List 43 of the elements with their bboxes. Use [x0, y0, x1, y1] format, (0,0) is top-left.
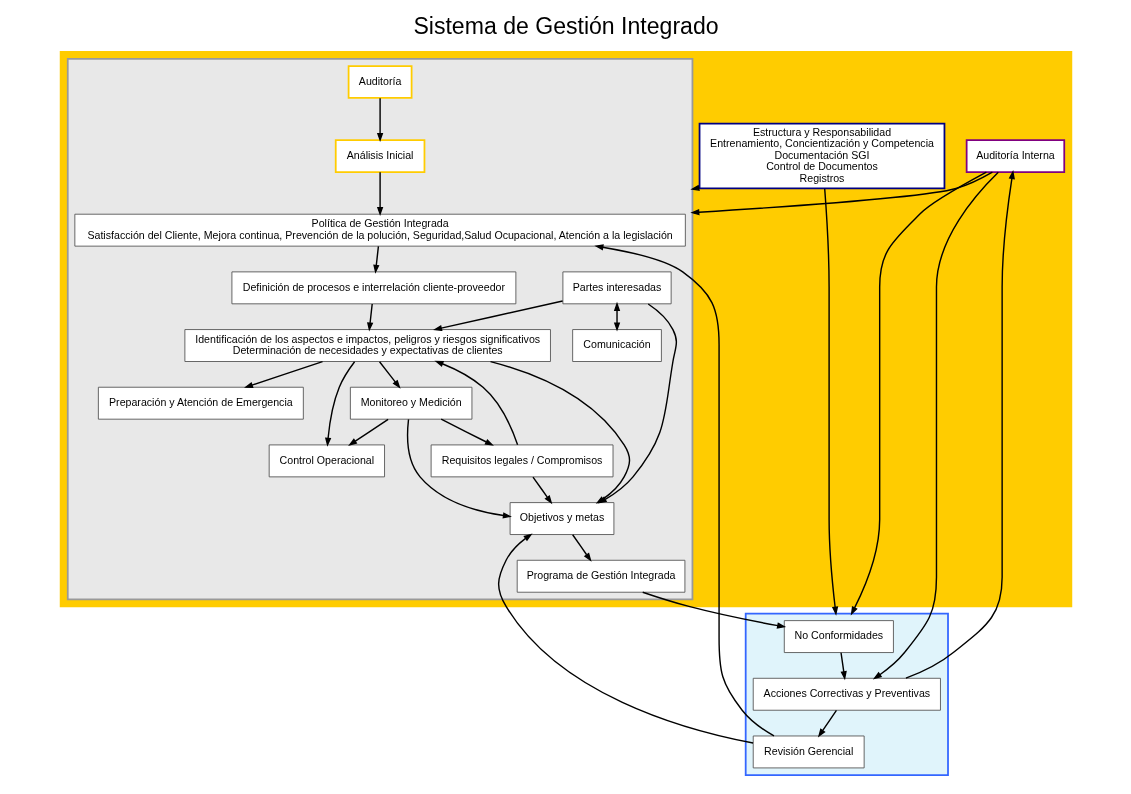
arrow	[347, 418, 389, 446]
node-box: Objetivos y metas	[509, 502, 614, 535]
arrow	[689, 171, 993, 216]
node-box: Comunicación	[571, 329, 662, 362]
node-box: Requisitos legales / Compromisos	[430, 444, 613, 478]
cluster	[66, 58, 693, 601]
node-box: No Conformidades	[783, 620, 894, 653]
arrow	[497, 533, 754, 744]
arrow	[817, 709, 837, 738]
arrow	[378, 361, 401, 389]
node-box: Auditoría Interna	[965, 139, 1065, 173]
arrow	[432, 300, 563, 332]
arrow	[571, 534, 592, 562]
arrow	[839, 652, 847, 681]
node-box: Revisión Gerencial	[752, 735, 865, 769]
node-box: Política de Gestión Integrada Satisfacción del Cliente, Mejora continua, Prevención de la polución, Seguridad,Salud Ocupacional, Atención a la legislación	[73, 213, 686, 247]
node-box: Control Operacional	[268, 444, 385, 478]
node-box: Partes interesadas	[561, 271, 672, 305]
arrow	[406, 418, 512, 519]
node-box: Análisis Inicial	[334, 139, 425, 173]
arrow	[531, 476, 552, 505]
node-box: Identificación de los aspectos e impactos, peligros y riesgos significativos Determinación de necesidades y expectativas de clientes	[183, 329, 551, 362]
arrow	[850, 171, 987, 616]
arrow	[372, 245, 379, 274]
arrow	[439, 418, 494, 446]
arrow	[823, 188, 838, 616]
arrow	[376, 97, 383, 143]
node-box: Monitoreo y Medición	[349, 386, 472, 420]
node-box: Programa de Gestión Integrada	[516, 559, 685, 593]
node-box: Preparación y Atención de Emergencia	[97, 386, 304, 420]
node-box: Auditoría	[347, 65, 412, 99]
arrow	[243, 360, 323, 388]
diagram-title: Sistema de Gestión Integrado	[412, 12, 719, 39]
node-box: Definición de procesos e interrelación cliente-proveedor	[230, 271, 516, 305]
cluster	[744, 612, 949, 776]
arrow	[904, 170, 1015, 679]
arrow	[613, 301, 620, 332]
arrow	[433, 360, 518, 446]
arrow	[376, 171, 383, 217]
arrow	[366, 303, 373, 332]
arrow	[872, 171, 999, 680]
arrow	[324, 361, 355, 447]
node-box: Acciones Correctivas y Preventivas	[752, 677, 941, 711]
